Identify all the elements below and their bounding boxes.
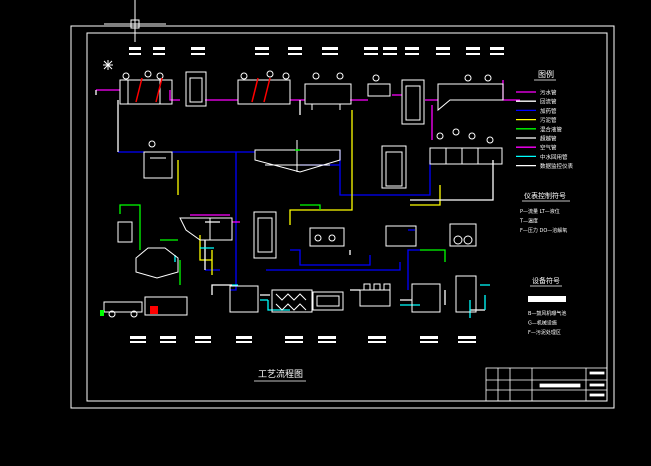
filter-column-3 xyxy=(253,211,277,259)
equalization-red-marks xyxy=(251,77,271,103)
equalization-tank xyxy=(237,70,291,105)
screen-red-marks xyxy=(135,77,163,103)
return-pipe-2 xyxy=(300,204,446,262)
sludge-pipe-2 xyxy=(177,160,213,275)
sludge-pipe-1 xyxy=(289,110,441,225)
equipment-symbol-row: G—机械设施 xyxy=(528,320,557,327)
sludge-press-marks xyxy=(100,306,158,316)
crosshair-cursor-icon xyxy=(104,0,166,42)
filter-column-1 xyxy=(401,79,425,125)
inner-frame xyxy=(86,32,608,402)
aeration-tank xyxy=(437,74,504,112)
drawing-title: 工艺流程图 xyxy=(258,368,303,380)
legend-item-label: 污泥管 xyxy=(540,116,557,124)
instrument-symbols-title: 仪表控制符号 xyxy=(524,191,566,200)
biological-tank xyxy=(429,128,503,165)
discharge-tower xyxy=(455,275,477,313)
reuse-tank xyxy=(449,223,477,247)
return-pipe-white xyxy=(95,90,494,311)
instrument-symbol-row: F—压力 DO—溶解氧 xyxy=(520,227,567,234)
disinfection-tank xyxy=(385,225,417,247)
reagent-pipe-3 xyxy=(205,249,401,271)
legend-item-label: 数据监控仪表 xyxy=(540,162,574,170)
legend-item-label: 超越管 xyxy=(540,135,557,143)
title-block xyxy=(485,367,608,402)
sand-filter xyxy=(117,221,133,243)
legend-item-label: 混合液管 xyxy=(540,125,563,133)
primary-settling-tank xyxy=(143,140,173,179)
media-filter-bed xyxy=(271,289,313,313)
bottom-tag-row xyxy=(130,336,476,343)
clear-water-tank xyxy=(411,283,441,313)
equipment-symbol-row: F—污泥处理区 xyxy=(528,329,561,336)
sewage-pipe-top xyxy=(96,80,520,101)
coagulation-tank xyxy=(179,217,233,241)
equipment-symbols-panel: 设备符号 B—鼓风机曝气池 G—机械设施 F—污泥处理区 xyxy=(528,276,566,336)
equipment-symbol-row: B—鼓风机曝气池 xyxy=(528,310,566,317)
legend-item-label: 中水回用管 xyxy=(540,153,568,161)
sludge-press-vehicle xyxy=(103,301,143,318)
reagent-pipe-2 xyxy=(300,150,431,196)
pump-group xyxy=(359,283,391,307)
drain-pipe xyxy=(174,247,490,318)
contact-tank xyxy=(229,285,259,313)
legend-item-label: 污水管 xyxy=(540,89,557,97)
reagent-pipe-1 xyxy=(118,151,255,291)
equipment-symbol-bar xyxy=(528,296,566,302)
hydrolysis-tank xyxy=(304,72,352,110)
top-tag-row xyxy=(129,47,504,55)
instrument-symbol-row: P—流量 LT—液位 xyxy=(520,208,560,215)
return-pipe-1 xyxy=(119,204,181,285)
reagent-pipe-4 xyxy=(407,229,420,290)
outer-frame xyxy=(70,25,615,409)
equipment-symbols-title: 设备符号 xyxy=(532,276,560,285)
dosing-station xyxy=(309,227,345,247)
membrane-unit xyxy=(312,291,344,311)
sludge-shed xyxy=(144,296,188,316)
instrument-symbol-row: T—温度 xyxy=(519,218,538,225)
small-box-pump xyxy=(367,74,391,97)
sludge-thickener xyxy=(135,247,179,279)
grit-chamber xyxy=(185,71,207,107)
bar-screen-tank xyxy=(119,70,173,105)
inlet-icon xyxy=(103,60,113,70)
instrument-symbols-panel: 仪表控制符号 P—流量 LT—液位 T—温度 F—压力 DO—溶解氧 xyxy=(519,191,570,234)
clarifier xyxy=(254,140,341,173)
filter-column-2 xyxy=(381,145,407,189)
legend-item-label: 空气管 xyxy=(540,144,557,152)
legend-item-label: 加药管 xyxy=(540,107,557,115)
legend-item-label: 回流管 xyxy=(540,98,557,106)
legend-title: 图例 xyxy=(538,69,554,79)
air-pipe xyxy=(190,214,240,223)
